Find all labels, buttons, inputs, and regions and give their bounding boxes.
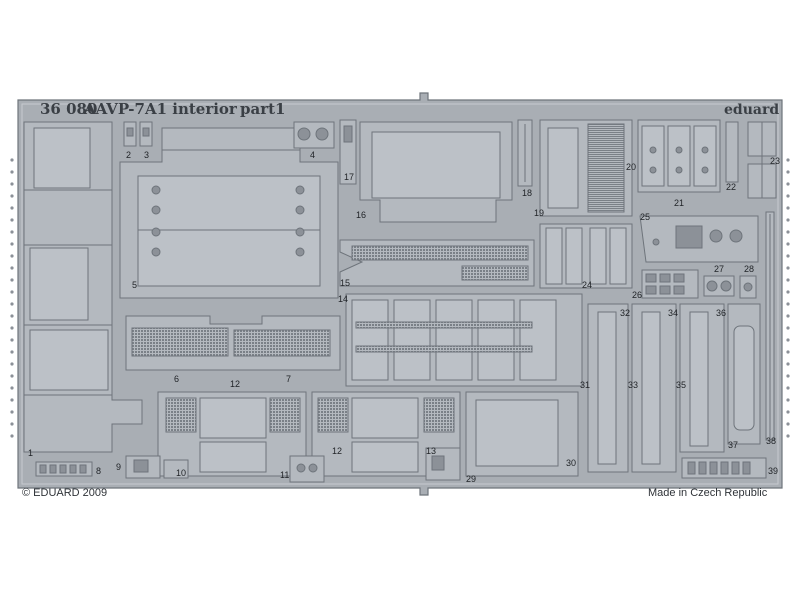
part-number: 17 bbox=[344, 172, 354, 182]
part-5 bbox=[119, 127, 339, 299]
part-number: 5 bbox=[132, 280, 137, 290]
part-number: 33 bbox=[628, 380, 638, 390]
part-17 bbox=[339, 119, 357, 185]
part-number: 13 bbox=[426, 446, 436, 456]
part-number: 20 bbox=[626, 162, 636, 172]
part-number: 25 bbox=[640, 212, 650, 222]
part-1 bbox=[23, 121, 143, 453]
part-33-34 bbox=[631, 303, 677, 473]
part-35-36 bbox=[679, 303, 725, 453]
part-13 bbox=[425, 447, 461, 481]
part-25 bbox=[639, 215, 759, 263]
part-number: 7 bbox=[286, 374, 291, 384]
part-number: 19 bbox=[534, 208, 544, 218]
part-11 bbox=[289, 455, 325, 483]
part-24 bbox=[539, 223, 633, 289]
part-39 bbox=[681, 457, 767, 479]
part-37 bbox=[727, 303, 761, 445]
part-number: 28 bbox=[744, 264, 754, 274]
part-number: 30 bbox=[566, 458, 576, 468]
part-19 bbox=[539, 119, 633, 217]
part-number: 21 bbox=[674, 198, 684, 208]
part-number: 4 bbox=[310, 150, 315, 160]
part-8 bbox=[35, 461, 93, 477]
part-number: 2 bbox=[126, 150, 131, 160]
part-18 bbox=[517, 119, 533, 187]
part-16 bbox=[359, 121, 513, 223]
brand-logo-text: eduard bbox=[724, 102, 779, 118]
part-number: 23 bbox=[770, 156, 780, 166]
part-number: 22 bbox=[726, 182, 736, 192]
part-31-32 bbox=[587, 303, 629, 473]
part-38 bbox=[765, 211, 775, 441]
part-number: 16 bbox=[356, 210, 366, 220]
sheet-part: part1 bbox=[240, 100, 285, 118]
part-number: 31 bbox=[580, 380, 590, 390]
part-number: 11 bbox=[280, 470, 289, 480]
part-number: 38 bbox=[766, 436, 776, 446]
part-number-labels: 1 2 3 4 5 6 7 8 9 10 11 12 12 13 14 15 1… bbox=[28, 150, 780, 484]
part-number: 37 bbox=[728, 440, 738, 450]
part-number: 14 bbox=[338, 294, 348, 304]
part-number: 9 bbox=[116, 462, 121, 472]
part-9-10 bbox=[125, 455, 189, 479]
part-number: 27 bbox=[714, 264, 724, 274]
part-21 bbox=[637, 119, 721, 193]
part-26-27-28 bbox=[641, 269, 757, 299]
part-29 bbox=[465, 391, 579, 477]
part-number: 10 bbox=[176, 468, 186, 478]
sheet-code: 36 080 bbox=[40, 100, 97, 118]
part-number: 3 bbox=[144, 150, 149, 160]
part-6-7 bbox=[125, 315, 341, 371]
part-number: 29 bbox=[466, 474, 476, 484]
part-2-3 bbox=[123, 121, 153, 147]
part-15 bbox=[339, 239, 535, 287]
part-number: 24 bbox=[582, 280, 592, 290]
part-number: 6 bbox=[174, 374, 179, 384]
part-14 bbox=[345, 293, 583, 387]
part-number: 15 bbox=[340, 278, 350, 288]
part-number: 35 bbox=[676, 380, 686, 390]
edge-holes bbox=[10, 158, 790, 438]
origin-text: Made in Czech Republic bbox=[648, 487, 768, 499]
part-number: 36 bbox=[716, 308, 726, 318]
part-number: 18 bbox=[522, 188, 532, 198]
part-12-left bbox=[157, 391, 307, 477]
part-number: 12 bbox=[332, 446, 342, 456]
part-number: 1 bbox=[28, 448, 33, 458]
part-number: 12 bbox=[230, 379, 240, 389]
part-number: 26 bbox=[632, 290, 642, 300]
part-number: 8 bbox=[96, 466, 101, 476]
copyright-text: © EDUARD 2009 bbox=[22, 487, 107, 499]
part-number: 34 bbox=[668, 308, 678, 318]
sheet-title: AAVP-7A1 interior bbox=[83, 100, 238, 118]
part-number: 39 bbox=[768, 466, 778, 476]
part-22-23 bbox=[725, 121, 777, 199]
part-number: 32 bbox=[620, 308, 630, 318]
part-4 bbox=[293, 121, 335, 149]
